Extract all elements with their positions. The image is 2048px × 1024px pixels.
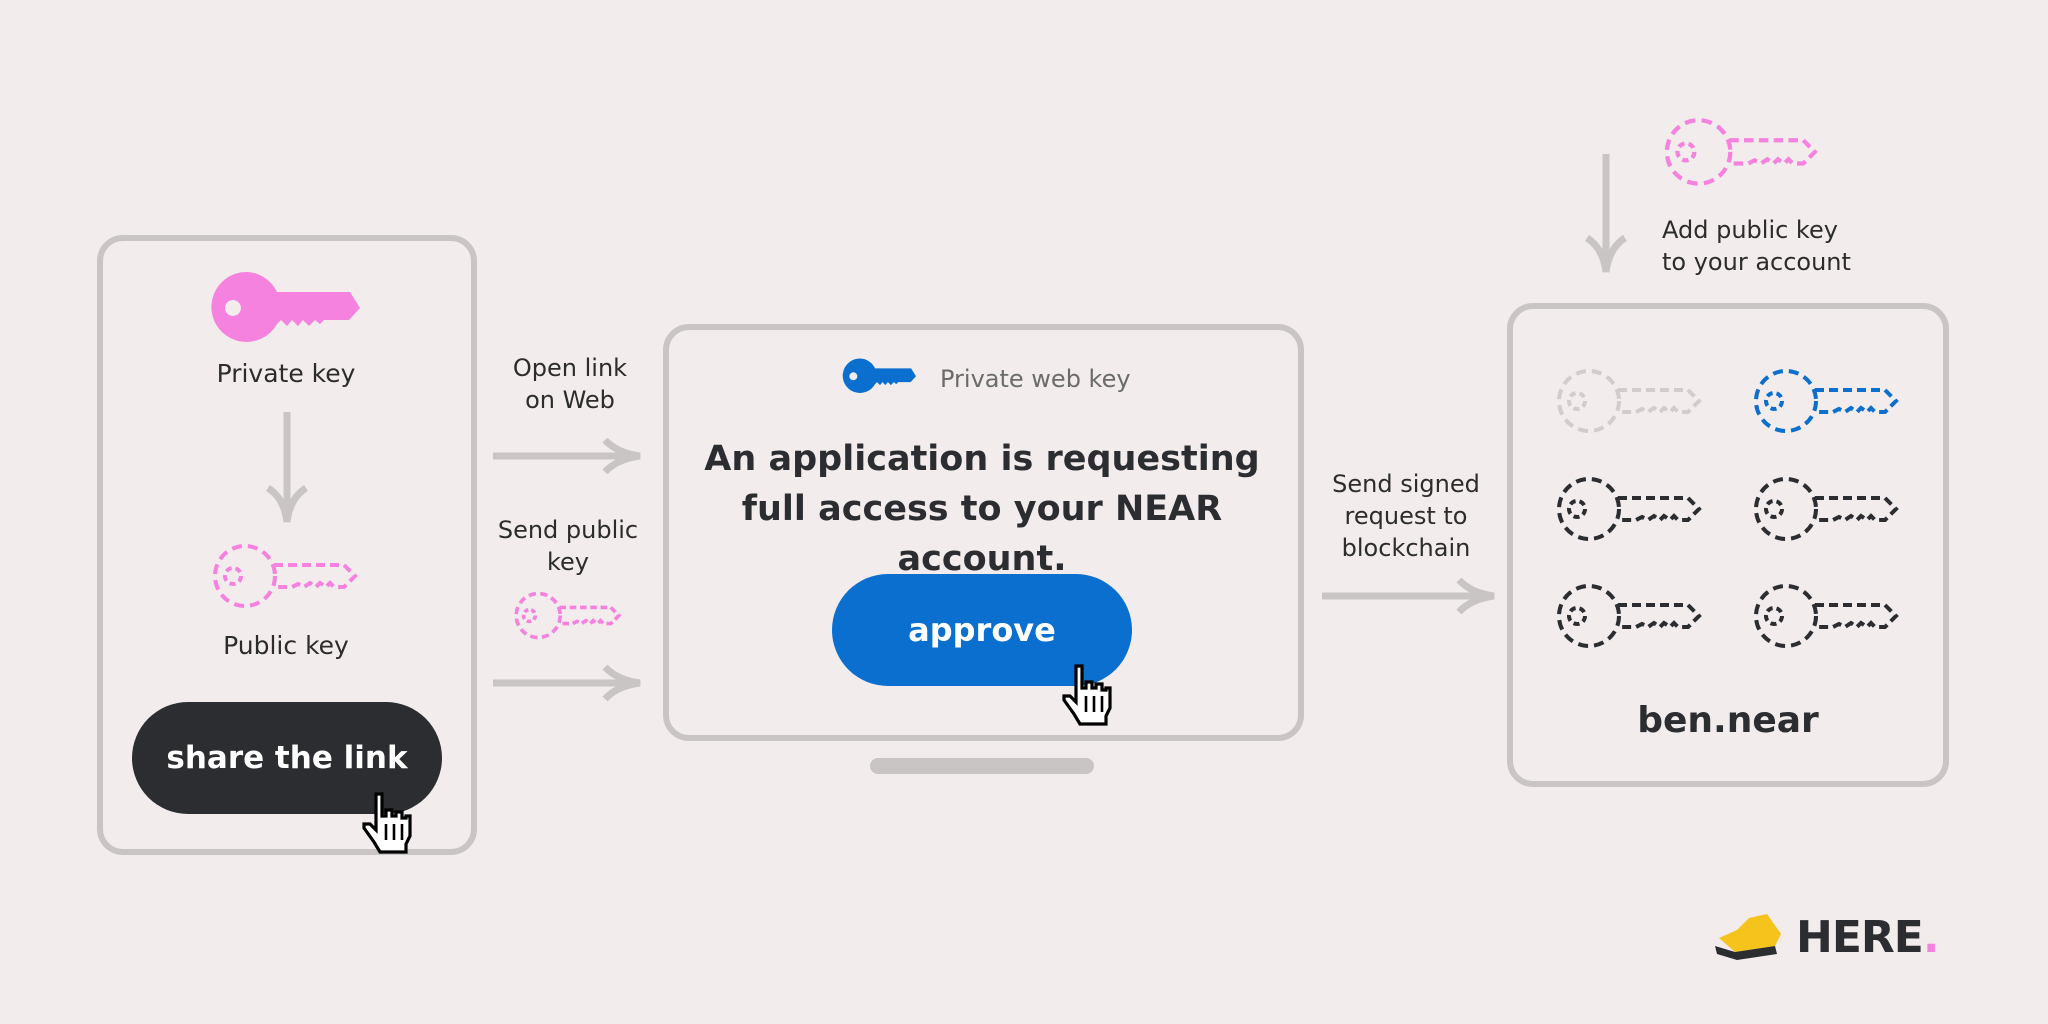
- down-arrow-right: [1584, 154, 1628, 273]
- added-public-key-icon: [1663, 117, 1823, 191]
- right-arrow-send-signed: [1322, 577, 1495, 615]
- monitor-stand: [870, 758, 1094, 774]
- share-link-button[interactable]: share the link: [132, 702, 442, 814]
- here-logo-icon: [1715, 914, 1781, 960]
- public-key-icon: [213, 544, 357, 608]
- down-arrow-left: [265, 412, 309, 523]
- right-arrow-open-link: [493, 437, 641, 475]
- private-key-icon: [211, 271, 360, 342]
- private-key-label: Private key: [216, 359, 356, 388]
- here-logo-text: HERE.: [1796, 912, 1940, 963]
- public-key-small-icon: [514, 591, 621, 640]
- faded-key-icon: [1557, 369, 1701, 433]
- logo-dot: .: [1922, 912, 1940, 963]
- public-key-label: Public key: [223, 631, 349, 660]
- hand-cursor-icon: [1062, 664, 1112, 726]
- blue-key-icon: [1754, 369, 1898, 433]
- dark-key-icon: [1754, 477, 1898, 541]
- dark-key-icon: [1754, 584, 1898, 648]
- account-name: ben.near: [1637, 700, 1819, 741]
- device-panel-left: [97, 235, 477, 855]
- hand-cursor-icon: [362, 792, 412, 854]
- send-public-key-label: Send public key: [497, 516, 639, 576]
- private-web-key-icon: [842, 358, 917, 394]
- add-public-key-label: Add public key to your account: [1662, 216, 1851, 276]
- dark-key-icon: [1557, 477, 1701, 541]
- key-grid: [1557, 369, 1898, 648]
- account-panel: [1507, 303, 1949, 787]
- open-link-label: Open link on Web: [512, 354, 628, 414]
- request-message: An application is requesting full access…: [704, 439, 1260, 579]
- send-signed-label: Send signed request to blockchain: [1332, 470, 1480, 562]
- right-arrow-send-key: [493, 664, 641, 702]
- logo-text: HERE: [1796, 912, 1924, 963]
- dark-key-icon: [1557, 584, 1701, 648]
- private-web-key-label: Private web key: [940, 365, 1131, 393]
- web-app-window: [663, 324, 1304, 741]
